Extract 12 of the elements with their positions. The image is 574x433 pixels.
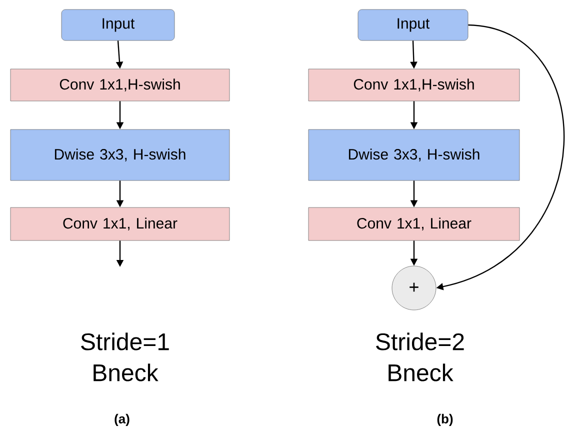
panel-label: (a) [114, 414, 130, 426]
process-box: Dwise 3x3, H-swish [308, 129, 520, 181]
panel-label: (b) [437, 414, 453, 426]
caption-text: Stride=2 Bneck [376, 332, 464, 382]
process-box: Input [358, 9, 468, 41]
caption-text: Stride=1 Bneck [81, 332, 169, 382]
process-box: Conv 1x1, Linear [10, 207, 230, 241]
process-box: Conv 1x1, Linear [308, 207, 520, 241]
process-box: Conv 1x1,H-swish [308, 68, 520, 102]
process-box: Dwise 3x3, H-swish [10, 129, 230, 181]
process-box: Input [61, 9, 175, 41]
process-box: Conv 1x1,H-swish [10, 68, 230, 102]
